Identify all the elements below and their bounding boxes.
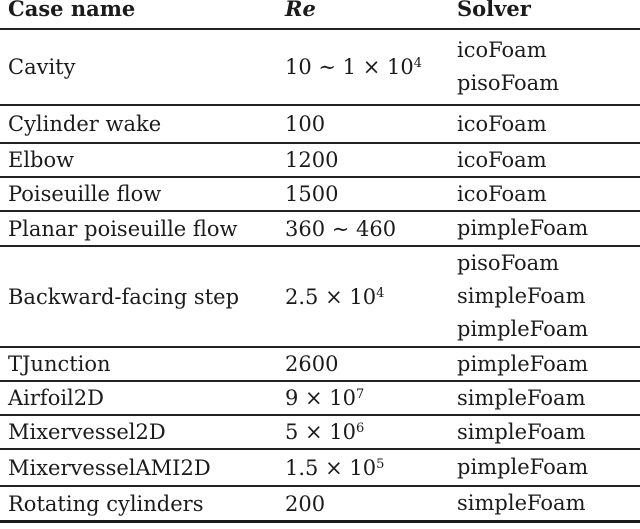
re-value-cell: 1200 [285, 148, 457, 172]
solver-line: pimpleFoam [457, 216, 589, 240]
solver-cell: pimpleFoam [457, 212, 640, 245]
solver-line: icoFoam [457, 111, 547, 136]
solver-line: simpleFoam [457, 491, 586, 515]
re-value-cell: 5 × 106 [285, 420, 457, 444]
case-name-cell: Planar poiseuille flow [8, 216, 238, 241]
re-base: 2600 [285, 352, 339, 376]
solver-line: icoFoam [457, 181, 547, 206]
re-base: 9 × 10 [285, 386, 357, 410]
solver-cell: icoFoam [457, 144, 640, 177]
solver-line: icoFoam [457, 147, 547, 172]
case-name-cell: Elbow [8, 148, 75, 172]
re-base: 5 × 10 [285, 420, 357, 444]
solver-line: pisoFoam [457, 71, 560, 95]
solver-cell: simpleFoam [457, 416, 640, 449]
case-name-cell: Backward-facing step [8, 284, 240, 309]
re-base: 1.5 × 10 [285, 455, 377, 480]
re-value-cell: 2.5 × 104 [285, 285, 457, 309]
solver-cell: pimpleFoam [457, 348, 640, 381]
case-name-cell: MixervesselAMI2D [8, 455, 211, 480]
re-exponent: 5 [376, 456, 385, 472]
solver-line: simpleFoam [457, 284, 586, 308]
re-value-cell: 2600 [285, 352, 457, 376]
solver-line: icoFoam [457, 38, 547, 62]
re-base: 200 [285, 491, 326, 516]
table-row: Planar poiseuille flow 360 ∼ 460 pimpleF… [0, 212, 640, 247]
solver-cell: pimpleFoam [457, 451, 640, 484]
re-exponent: 4 [413, 56, 422, 71]
table-row: Poiseuille flow 1500 icoFoam [0, 178, 640, 212]
solver-cell: icoFoam [457, 178, 640, 211]
solver-cell: simpleFoam [457, 487, 640, 520]
solver-cell: icoFoam [457, 108, 640, 141]
solver-cell: pisoFoam simpleFoam pimpleFoam [457, 247, 640, 346]
re-value-cell: 1.5 × 105 [285, 456, 457, 480]
case-name-cell: Airfoil2D [8, 386, 104, 410]
re-base: 1200 [285, 148, 339, 172]
re-value-cell: 100 [285, 112, 457, 136]
header-re: Re [285, 0, 316, 21]
case-name-cell: Poiseuille flow [8, 182, 162, 206]
re-exponent: 7 [356, 387, 365, 402]
re-value-cell: 9 × 107 [285, 386, 457, 410]
solver-line: simpleFoam [457, 385, 586, 410]
table-row: Backward-facing step 2.5 × 104 pisoFoam s… [0, 247, 640, 348]
solver-cell: icoFoam pisoFoam [457, 34, 640, 100]
case-name-cell: Cavity [8, 55, 76, 79]
table-row: Mixervessel2D 5 × 106 simpleFoam [0, 416, 640, 450]
re-value-cell: 1500 [285, 182, 457, 206]
table-row: Elbow 1200 icoFoam [0, 144, 640, 178]
re-base: 10 ∼ 1 × 10 [285, 55, 414, 79]
table-row: TJunction 2600 pimpleFoam [0, 348, 640, 382]
solver-line: pimpleFoam [457, 351, 589, 376]
table-row: Cavity 10 ∼ 1 × 104 icoFoam pisoFoam [0, 30, 640, 106]
re-base: 2.5 × 10 [285, 284, 377, 309]
re-base: 360 ∼ 460 [285, 216, 397, 241]
table-header-row: Case name Re Solver [0, 0, 640, 30]
re-exponent: 4 [376, 285, 385, 301]
table-row: MixervesselAMI2D 1.5 × 105 pimpleFoam [0, 450, 640, 487]
solver-line: pimpleFoam [457, 317, 589, 341]
case-name-cell: Mixervessel2D [8, 420, 166, 444]
table-row: Cylinder wake 100 icoFoam [0, 106, 640, 144]
re-base: 1500 [285, 182, 339, 206]
solver-line: pisoFoam [457, 251, 560, 275]
re-base: 100 [285, 112, 326, 136]
header-solver: Solver [457, 0, 531, 21]
re-value-cell: 360 ∼ 460 [285, 217, 457, 241]
solver-line: pimpleFoam [457, 455, 589, 479]
re-value-cell: 10 ∼ 1 × 104 [285, 55, 457, 79]
case-name-cell: TJunction [8, 352, 111, 376]
case-name-cell: Rotating cylinders [8, 491, 204, 516]
case-name-cell: Cylinder wake [8, 112, 162, 136]
header-case-name: Case name [8, 0, 136, 21]
solver-line: simpleFoam [457, 419, 586, 444]
solver-cell: simpleFoam [457, 382, 640, 415]
table-row: Rotating cylinders 200 simpleFoam [0, 487, 640, 523]
re-value-cell: 200 [285, 492, 457, 516]
re-exponent: 6 [356, 421, 365, 436]
table-row: Airfoil2D 9 × 107 simpleFoam [0, 382, 640, 416]
